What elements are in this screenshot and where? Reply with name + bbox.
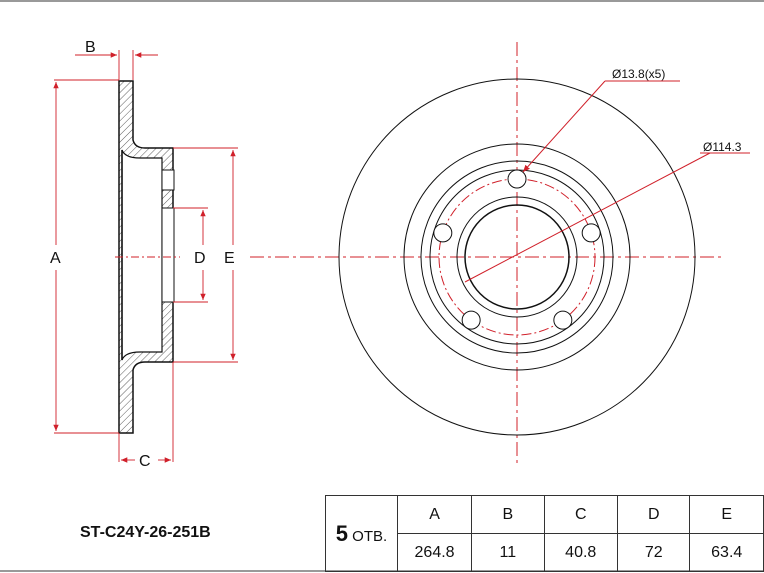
value-b: 11	[471, 533, 545, 572]
bolt-holes	[433, 169, 601, 330]
pcd-callout: Ø114.3	[703, 140, 742, 154]
header-a: A	[396, 495, 473, 534]
dim-label-d: D	[194, 250, 206, 267]
holes-count: 5	[335, 520, 348, 546]
part-number: ST-C24Y-26-251B	[80, 524, 211, 541]
section-view	[115, 80, 180, 434]
value-e: 63.4	[689, 533, 764, 572]
dim-label-a: A	[50, 250, 61, 267]
header-c: C	[543, 495, 618, 534]
bolt-hole	[433, 223, 453, 243]
holes-cell: 5 ОТВ.	[325, 495, 398, 572]
dim-label-e: E	[224, 250, 235, 267]
dim-label-b: B	[85, 39, 96, 56]
bolt-hole	[461, 310, 481, 330]
bolt-hole	[553, 310, 573, 330]
value-a: 264.8	[396, 533, 473, 572]
header-d: D	[616, 495, 691, 534]
bolt-hole	[581, 223, 601, 243]
holes-unit: ОТВ.	[352, 527, 388, 545]
header-e: E	[689, 495, 764, 534]
dim-label-c: C	[139, 453, 151, 470]
front-view	[250, 42, 750, 465]
bolt-hole-callout: Ø13.8(x5)	[612, 67, 665, 81]
value-d: 72	[616, 533, 691, 572]
value-c: 40.8	[543, 533, 618, 572]
dimensions-table: 5 ОТВ. A B C D E 264.8 11 40.8 72 63.4	[325, 495, 764, 572]
header-b: B	[471, 495, 545, 534]
dimension-lines	[53, 50, 238, 463]
bolt-hole	[507, 169, 527, 189]
